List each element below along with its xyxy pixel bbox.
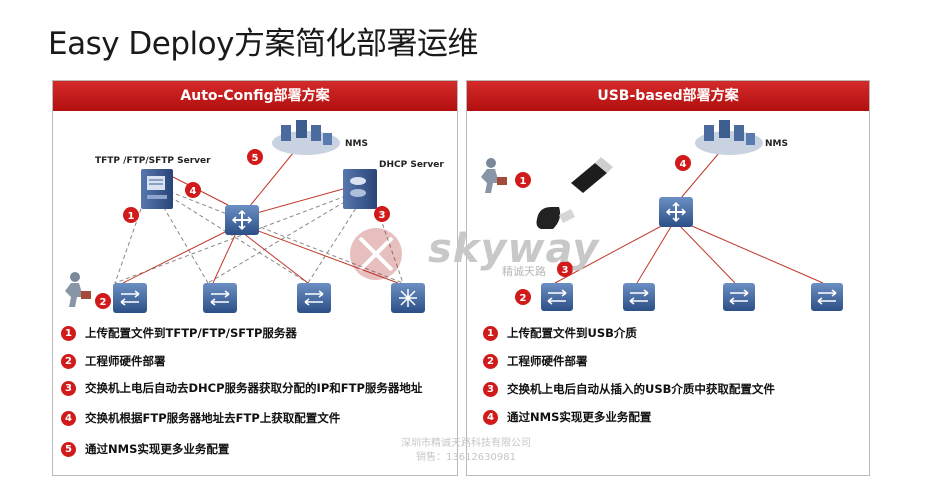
nms-label: NMS bbox=[765, 139, 788, 149]
step-item-3: 3 交换机上电后自动从插入的USB介质中获取配置文件 bbox=[483, 381, 775, 397]
step-item-5: 5 通过NMS实现更多业务配置 bbox=[61, 441, 229, 457]
core-switch-icon bbox=[225, 205, 259, 235]
step-marker-4: 4 bbox=[675, 155, 691, 171]
step-marker-5: 5 bbox=[247, 149, 263, 165]
access-switch-2-icon bbox=[623, 283, 655, 311]
footer-company: 深圳市精诚天路科技有限公司 bbox=[386, 434, 546, 449]
watermark-circle-icon bbox=[346, 224, 406, 284]
svg-text:2: 2 bbox=[100, 297, 107, 308]
svg-text:2: 2 bbox=[520, 293, 527, 304]
step-badge: 1 bbox=[483, 326, 498, 341]
step-badge: 3 bbox=[483, 382, 498, 397]
step-badge: 4 bbox=[483, 410, 498, 425]
step-text: 交换机根据FTP服务器地址去FTP上获取配置文件 bbox=[85, 410, 340, 426]
engineer-icon bbox=[481, 158, 507, 193]
step-marker-1: 1 bbox=[123, 207, 139, 223]
access-switch-4-icon bbox=[811, 283, 843, 311]
step-badge: 3 bbox=[61, 381, 76, 396]
usb-based-diagram: NMS bbox=[467, 111, 869, 321]
page-title: Easy Deploy方案简化部署运维 bbox=[48, 18, 478, 63]
step-badge: 4 bbox=[61, 411, 76, 426]
access-switch-3-icon bbox=[723, 283, 755, 311]
step-text: 上传配置文件到USB介质 bbox=[507, 325, 637, 341]
svg-text:3: 3 bbox=[379, 210, 386, 221]
tftp-server-icon bbox=[141, 169, 173, 209]
step-item-1: 1 上传配置文件到USB介质 bbox=[483, 325, 637, 341]
footer-contact: 销售：13612630981 bbox=[386, 448, 546, 463]
step-marker-1: 1 bbox=[515, 172, 531, 188]
access-switch-2-icon bbox=[203, 283, 237, 313]
nms-icon bbox=[272, 120, 340, 155]
step-marker-2: 2 bbox=[95, 293, 111, 309]
dhcp-server-icon bbox=[343, 169, 377, 209]
dhcp-server-label: DHCP Server bbox=[379, 160, 444, 170]
core-switch-icon bbox=[659, 197, 693, 227]
engineer-icon bbox=[65, 272, 91, 307]
nms-icon bbox=[695, 120, 763, 155]
step-text: 工程师硬件部署 bbox=[507, 353, 588, 369]
nms-label: NMS bbox=[345, 139, 368, 149]
usb-based-panel-header: USB-based部署方案 bbox=[467, 81, 869, 111]
access-switch-3-icon bbox=[297, 283, 331, 313]
step-text: 交换机上电后自动从插入的USB介质中获取配置文件 bbox=[507, 381, 775, 397]
svg-text:5: 5 bbox=[252, 153, 259, 164]
step-item-2: 2 工程师硬件部署 bbox=[483, 353, 588, 369]
svg-text:4: 4 bbox=[190, 186, 197, 197]
svg-text:4: 4 bbox=[680, 159, 687, 170]
step-item-4: 4 交换机根据FTP服务器地址去FTP上获取配置文件 bbox=[61, 410, 340, 426]
step-badge: 2 bbox=[483, 354, 498, 369]
auto-config-diagram: NMS TFTP /FTP/SFTP Server DHCP Server bbox=[53, 111, 457, 321]
step-badge: 2 bbox=[61, 354, 76, 369]
step-item-3: 3 交换机上电后自动去DHCP服务器获取分配的IP和FTP服务器地址 bbox=[61, 380, 422, 396]
svg-text:1: 1 bbox=[128, 211, 135, 222]
svg-text:1: 1 bbox=[520, 176, 527, 187]
step-item-2: 2 工程师硬件部署 bbox=[61, 353, 166, 369]
watermark-cn: 精诚天路 bbox=[502, 263, 546, 279]
step-badge: 1 bbox=[61, 326, 76, 341]
step-text: 工程师硬件部署 bbox=[85, 353, 166, 369]
tftp-server-label: TFTP /FTP/SFTP Server bbox=[95, 156, 211, 166]
step-item-4: 4 通过NMS实现更多业务配置 bbox=[483, 409, 651, 425]
access-switch-1-icon bbox=[113, 283, 147, 313]
step-text: 通过NMS实现更多业务配置 bbox=[85, 441, 229, 457]
access-switch-1-icon bbox=[541, 283, 573, 311]
step-text: 上传配置文件到TFTP/FTP/SFTP服务器 bbox=[85, 325, 297, 341]
step-marker-3: 3 bbox=[374, 206, 390, 222]
step-marker-4: 4 bbox=[185, 182, 201, 198]
step-text: 通过NMS实现更多业务配置 bbox=[507, 409, 651, 425]
usb-drive-icon bbox=[537, 157, 614, 229]
step-text: 交换机上电后自动去DHCP服务器获取分配的IP和FTP服务器地址 bbox=[85, 380, 422, 396]
step-badge: 5 bbox=[61, 442, 76, 457]
step-marker-2: 2 bbox=[515, 289, 531, 305]
step-item-1: 1 上传配置文件到TFTP/FTP/SFTP服务器 bbox=[61, 325, 297, 341]
access-switch-4-icon bbox=[391, 283, 425, 313]
auto-config-panel-header: Auto-Config部署方案 bbox=[53, 81, 457, 111]
